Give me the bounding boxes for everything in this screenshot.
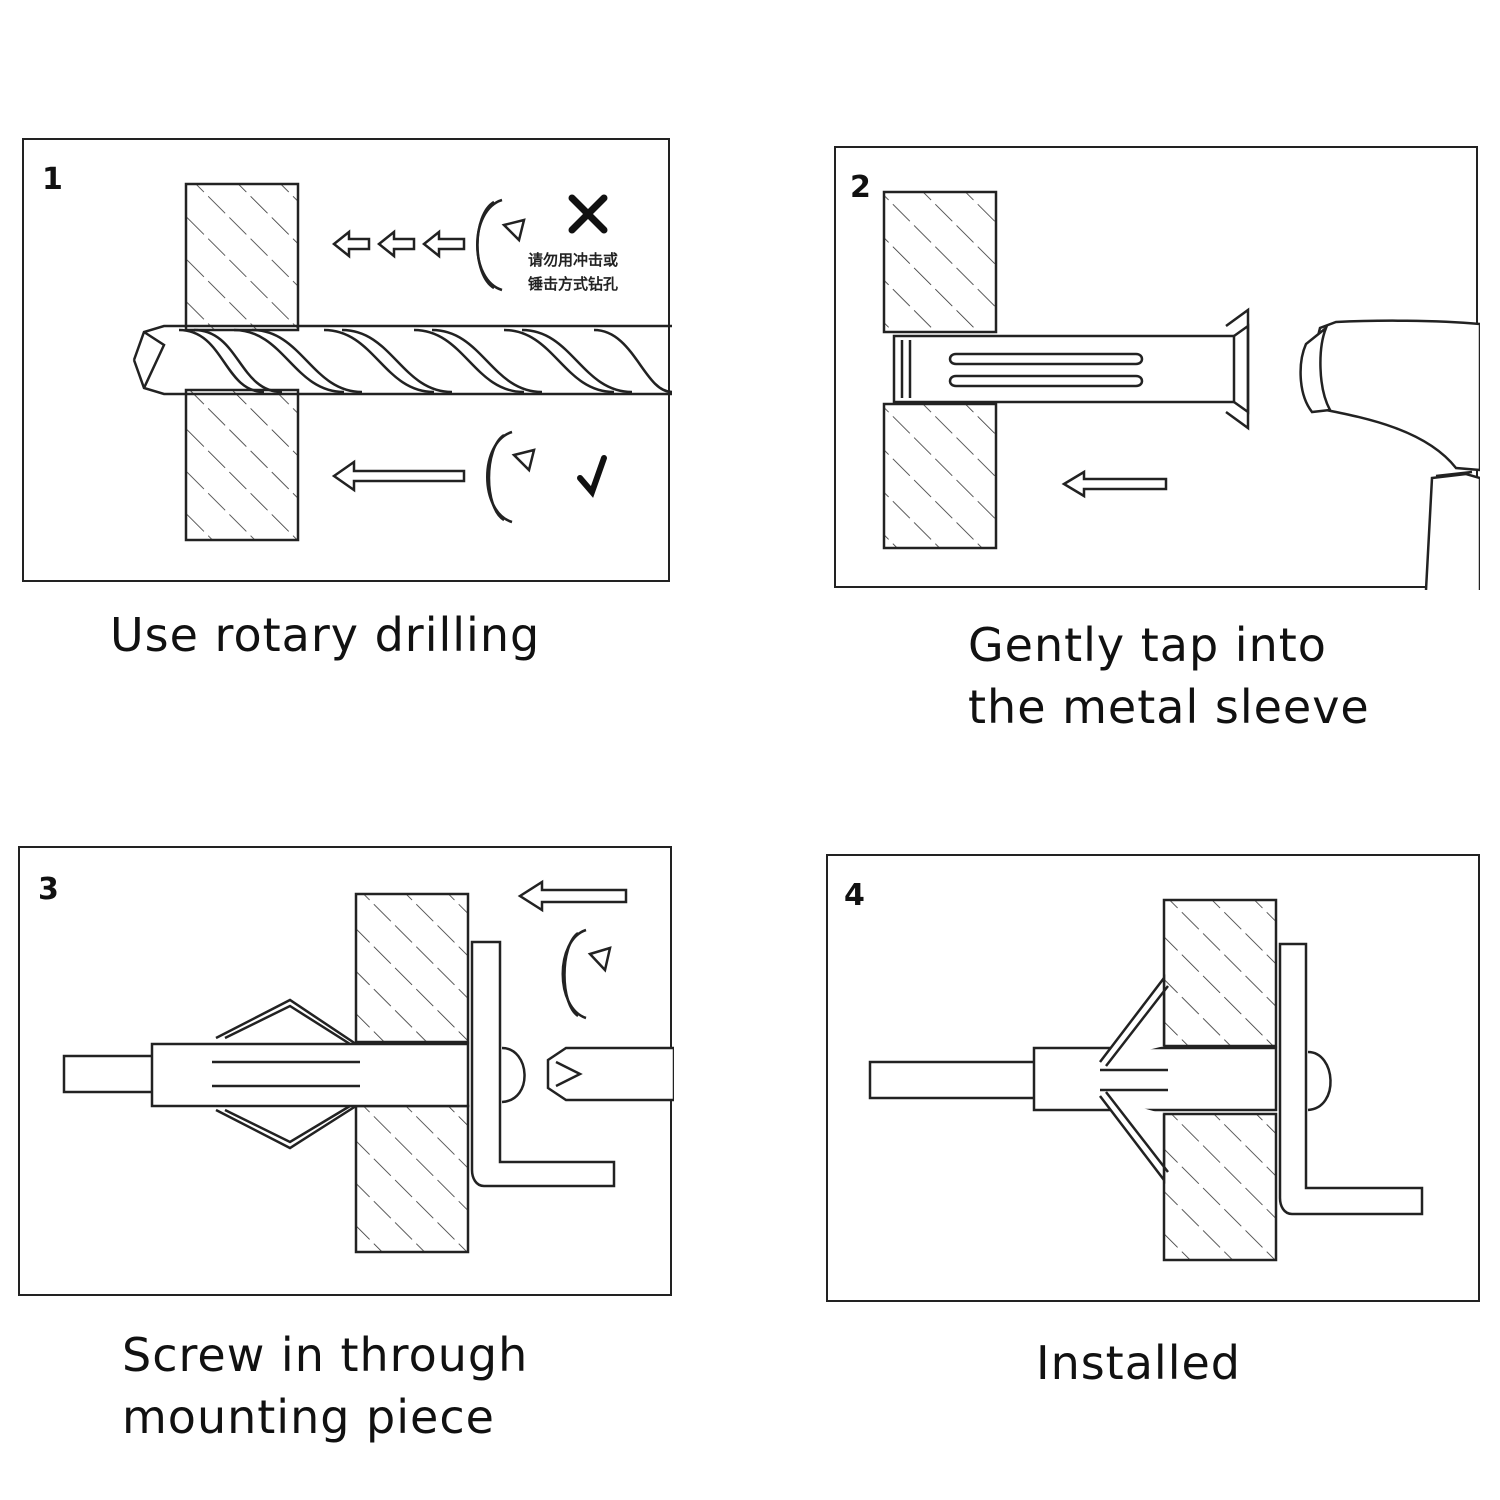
warning-note-line-2: 锤击方式钻孔 [528, 275, 619, 293]
wall-bottom [882, 402, 998, 550]
screw-head [501, 1046, 526, 1104]
step-2-caption-line-2: the metal sleeve [968, 680, 1370, 734]
step-1-caption: Use rotary drilling [110, 604, 540, 666]
wall-top [184, 182, 300, 332]
step-1-number: 1 [42, 162, 63, 197]
step-4-caption-line-1: Installed [1036, 1336, 1241, 1390]
step-2-panel: 2 [834, 146, 1480, 590]
installed-illustration [868, 898, 1424, 1262]
step-2-caption: Gently tap into the metal sleeve [968, 614, 1370, 738]
insert-arrow [517, 879, 628, 913]
step-2-number: 2 [850, 170, 871, 205]
wall-top [354, 892, 470, 1044]
wall-top [1162, 898, 1278, 1048]
push-arrow [1061, 469, 1168, 499]
rotate-icon [561, 928, 612, 1020]
rotary-arrow [331, 459, 466, 493]
hammer-arrows [331, 229, 466, 259]
step-4-number: 4 [844, 878, 865, 913]
step-3-caption: Screw in through mounting piece [122, 1324, 528, 1448]
step-3-number: 3 [38, 872, 59, 907]
screwdriver-icon [546, 1046, 674, 1102]
step-1-caption-line-1: Use rotary drilling [110, 608, 541, 662]
hammer-icon [1299, 319, 1480, 590]
wall-top [882, 190, 998, 334]
tapping-illustration [882, 190, 1480, 590]
installed-bolt [868, 974, 1278, 1184]
check-icon [577, 455, 607, 498]
mounting-bracket [1278, 942, 1424, 1216]
screwing-illustration [62, 879, 674, 1254]
rotate-icon-bottom [486, 430, 536, 524]
cross-icon [568, 194, 608, 234]
warning-note-line-1: 请勿用冲击或 [528, 251, 619, 269]
metal-sleeve [892, 307, 1250, 431]
bolt [62, 998, 470, 1150]
step-3-panel: 3 [18, 846, 674, 1296]
step-2-caption-line-1: Gently tap into [968, 618, 1327, 672]
screw-head [1307, 1050, 1332, 1112]
wall-bottom [184, 388, 300, 542]
warning-note: 请勿用冲击或 锤击方式钻孔 [528, 248, 618, 296]
step-4-panel: 4 [826, 854, 1480, 1302]
wall-bottom [354, 1104, 470, 1254]
wall-bottom [1162, 1112, 1278, 1262]
step-3-caption-line-1: Screw in through [122, 1328, 529, 1382]
rotate-icon-top [476, 198, 526, 292]
step-3-caption-line-2: mounting piece [122, 1390, 495, 1444]
mounting-bracket [470, 940, 616, 1188]
drilling-illustration [132, 182, 672, 542]
step-1-panel: 1 请勿用冲击或 锤击方式钻孔 [22, 138, 672, 582]
step-4-caption: Installed [1036, 1332, 1241, 1394]
drill-bit [132, 324, 672, 396]
